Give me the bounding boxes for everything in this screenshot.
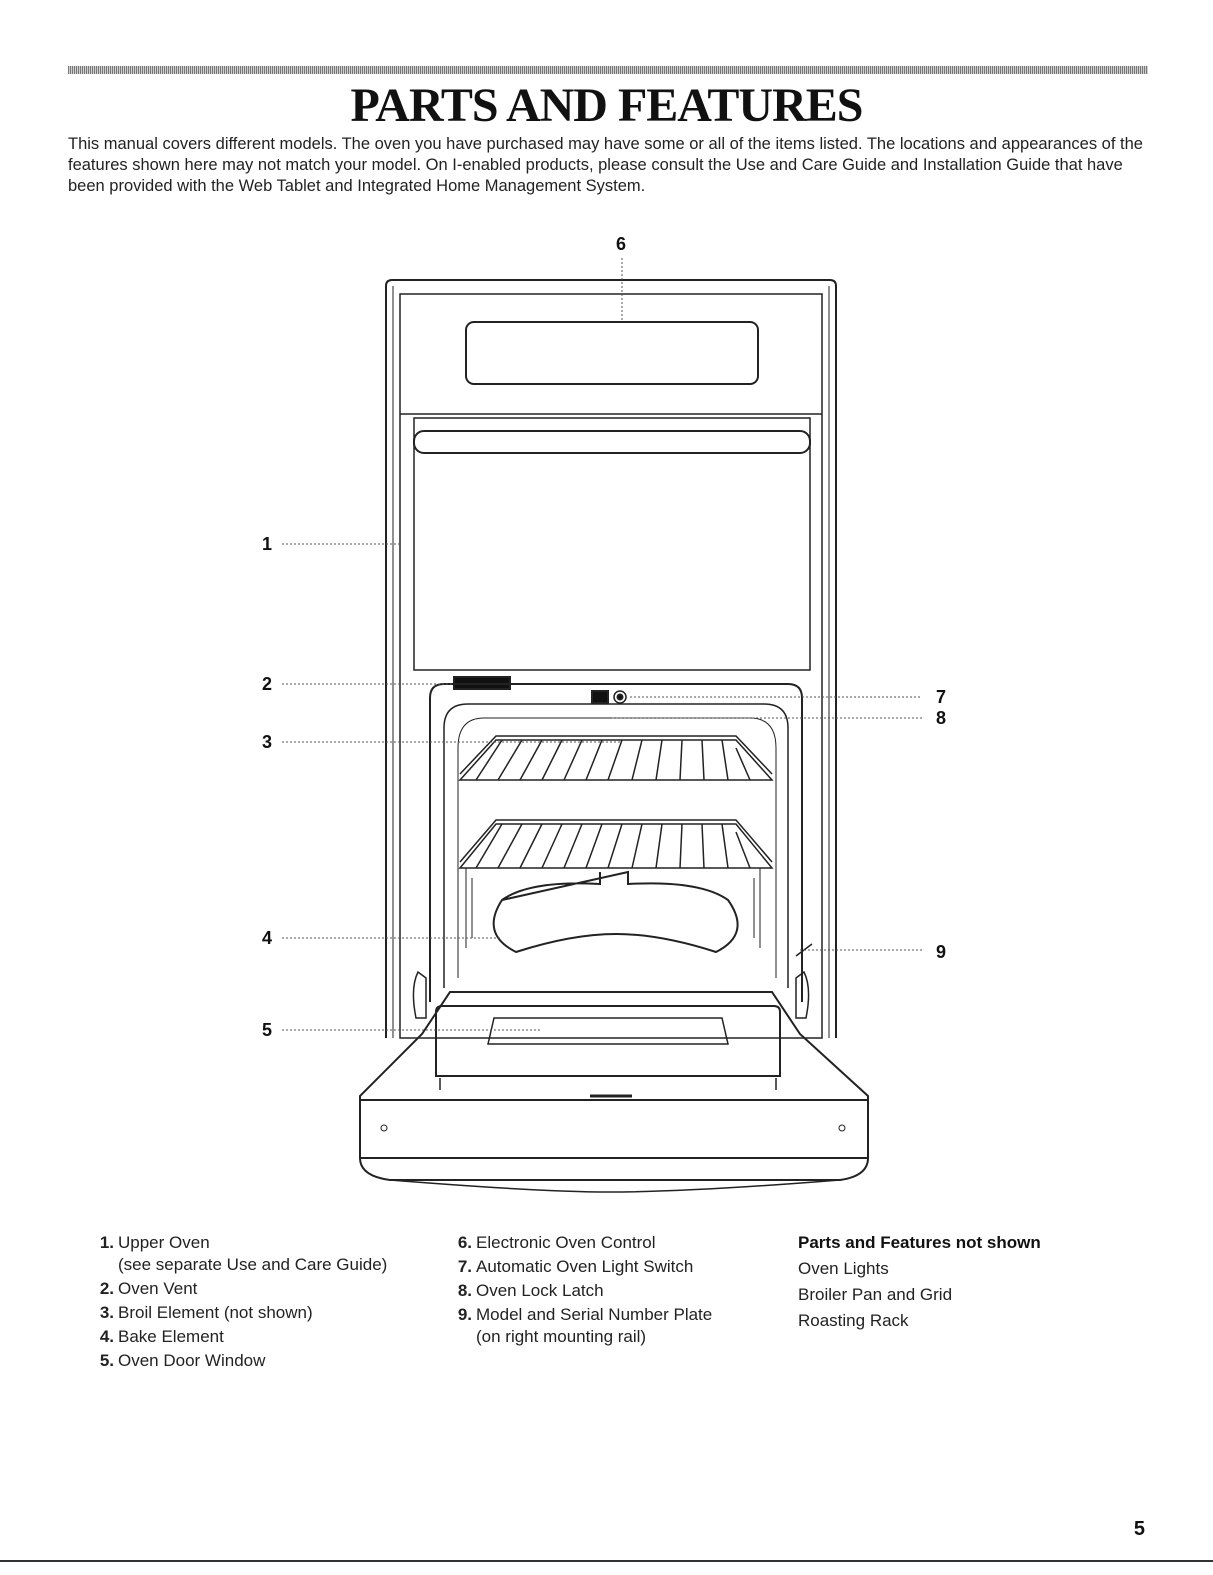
list-item: Roasting Rack xyxy=(798,1311,909,1330)
list-item: 5.Oven Door Window xyxy=(99,1351,266,1370)
page-number: 5 xyxy=(1133,1518,1145,1540)
list-item: 9.Model and Serial Number Plate(on right… xyxy=(457,1305,713,1346)
callout-6: 6 xyxy=(616,234,626,254)
callout-8: 8 xyxy=(936,708,946,728)
upper-oven-rack xyxy=(458,735,774,781)
list-item: 8.Oven Lock Latch xyxy=(457,1281,604,1300)
list-item: 4.Bake Element xyxy=(99,1327,224,1346)
oven-light-switch xyxy=(613,690,627,704)
lower-oven-cavity xyxy=(429,683,803,1002)
list-item: Oven Lights xyxy=(798,1259,889,1278)
oven-door-window xyxy=(435,1005,781,1077)
cabinet-outline xyxy=(385,279,837,1038)
electronic-oven-control-panel xyxy=(465,321,759,385)
callout-9: 9 xyxy=(936,942,946,962)
upper-oven-handle xyxy=(413,430,811,454)
list-item: Broiler Pan and Grid xyxy=(798,1285,953,1304)
callout-2: 2 xyxy=(262,674,272,694)
not-shown-list: Parts and Features not shown Oven Lights… xyxy=(798,1232,1128,1336)
callout-5: 5 xyxy=(262,1020,272,1040)
bottom-rule xyxy=(0,1560,1213,1562)
list-item: 1.Upper Oven(see separate Use and Care G… xyxy=(99,1233,388,1274)
list-item: 2.Oven Vent xyxy=(99,1279,198,1298)
bake-element xyxy=(492,870,739,954)
intro-paragraph: This manual covers different models. The… xyxy=(68,135,1143,195)
upper-oven-door xyxy=(413,417,811,671)
oven-lock-latch xyxy=(591,690,609,704)
oven-diagram: 6 1 2 3 4 5 7 8 9 xyxy=(262,234,946,1193)
list-item: 7.Automatic Oven Light Switch xyxy=(457,1257,694,1276)
list-item: 3.Broil Element (not shown) xyxy=(99,1303,313,1322)
callout-4: 4 xyxy=(262,928,272,948)
page-title: PARTS AND FEATURES xyxy=(350,79,864,132)
parts-list-middle: 6.Electronic Oven Control 7.Automatic Ov… xyxy=(457,1232,776,1350)
callout-1: 1 xyxy=(262,534,272,554)
callout-3: 3 xyxy=(262,732,272,752)
parts-list-left: 1.Upper Oven(see separate Use and Care G… xyxy=(99,1232,448,1374)
top-decorative-rule xyxy=(68,66,1148,74)
not-shown-heading: Parts and Features not shown xyxy=(798,1233,1041,1252)
door-front-panel xyxy=(359,1099,869,1159)
list-item: 6.Electronic Oven Control xyxy=(457,1233,656,1252)
callout-7: 7 xyxy=(936,687,946,707)
cabinet-inner-frame xyxy=(399,293,823,1039)
lower-oven-rack xyxy=(458,819,774,869)
